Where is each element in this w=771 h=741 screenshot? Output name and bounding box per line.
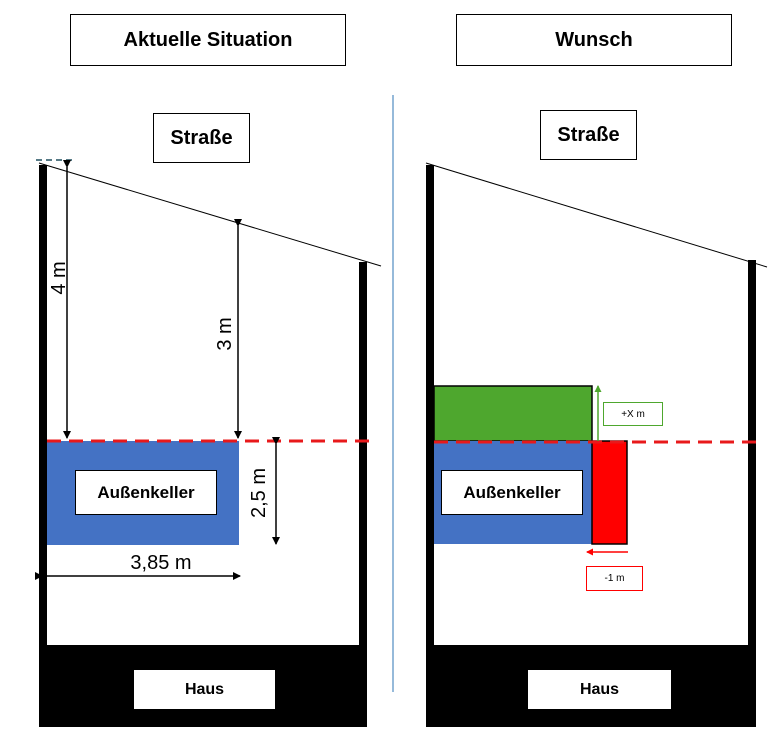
right-wall-right <box>748 260 756 665</box>
right-panel-graphics <box>425 162 768 727</box>
right-wall-left <box>426 165 434 665</box>
right-haus-label: Haus <box>528 670 671 709</box>
left-keller-label: Außenkeller <box>75 470 217 515</box>
left-wall-right <box>359 262 367 665</box>
left-wall-left <box>39 165 47 665</box>
left-street-label: Straße <box>153 113 250 163</box>
dim-4m-label: 4 m <box>48 261 70 295</box>
left-haus-label: Haus <box>134 670 275 709</box>
left-panel-graphics <box>35 159 382 727</box>
dim-3m-label: 3 m <box>214 317 236 351</box>
shift-tag: -1 m <box>586 566 643 591</box>
right-title: Wunsch <box>456 14 732 66</box>
right-street-slope <box>425 162 768 268</box>
dim-385m-label: 3,85 m <box>130 552 192 574</box>
left-street-slope <box>38 162 382 267</box>
right-street-label: Straße <box>540 110 637 160</box>
dim-25m-label: 2,5 m <box>248 467 270 519</box>
raise-tag: +X m <box>603 402 663 426</box>
right-keller-label: Außenkeller <box>441 470 583 515</box>
raise-block <box>433 385 593 442</box>
shift-block <box>591 440 628 545</box>
left-title: Aktuelle Situation <box>70 14 346 66</box>
